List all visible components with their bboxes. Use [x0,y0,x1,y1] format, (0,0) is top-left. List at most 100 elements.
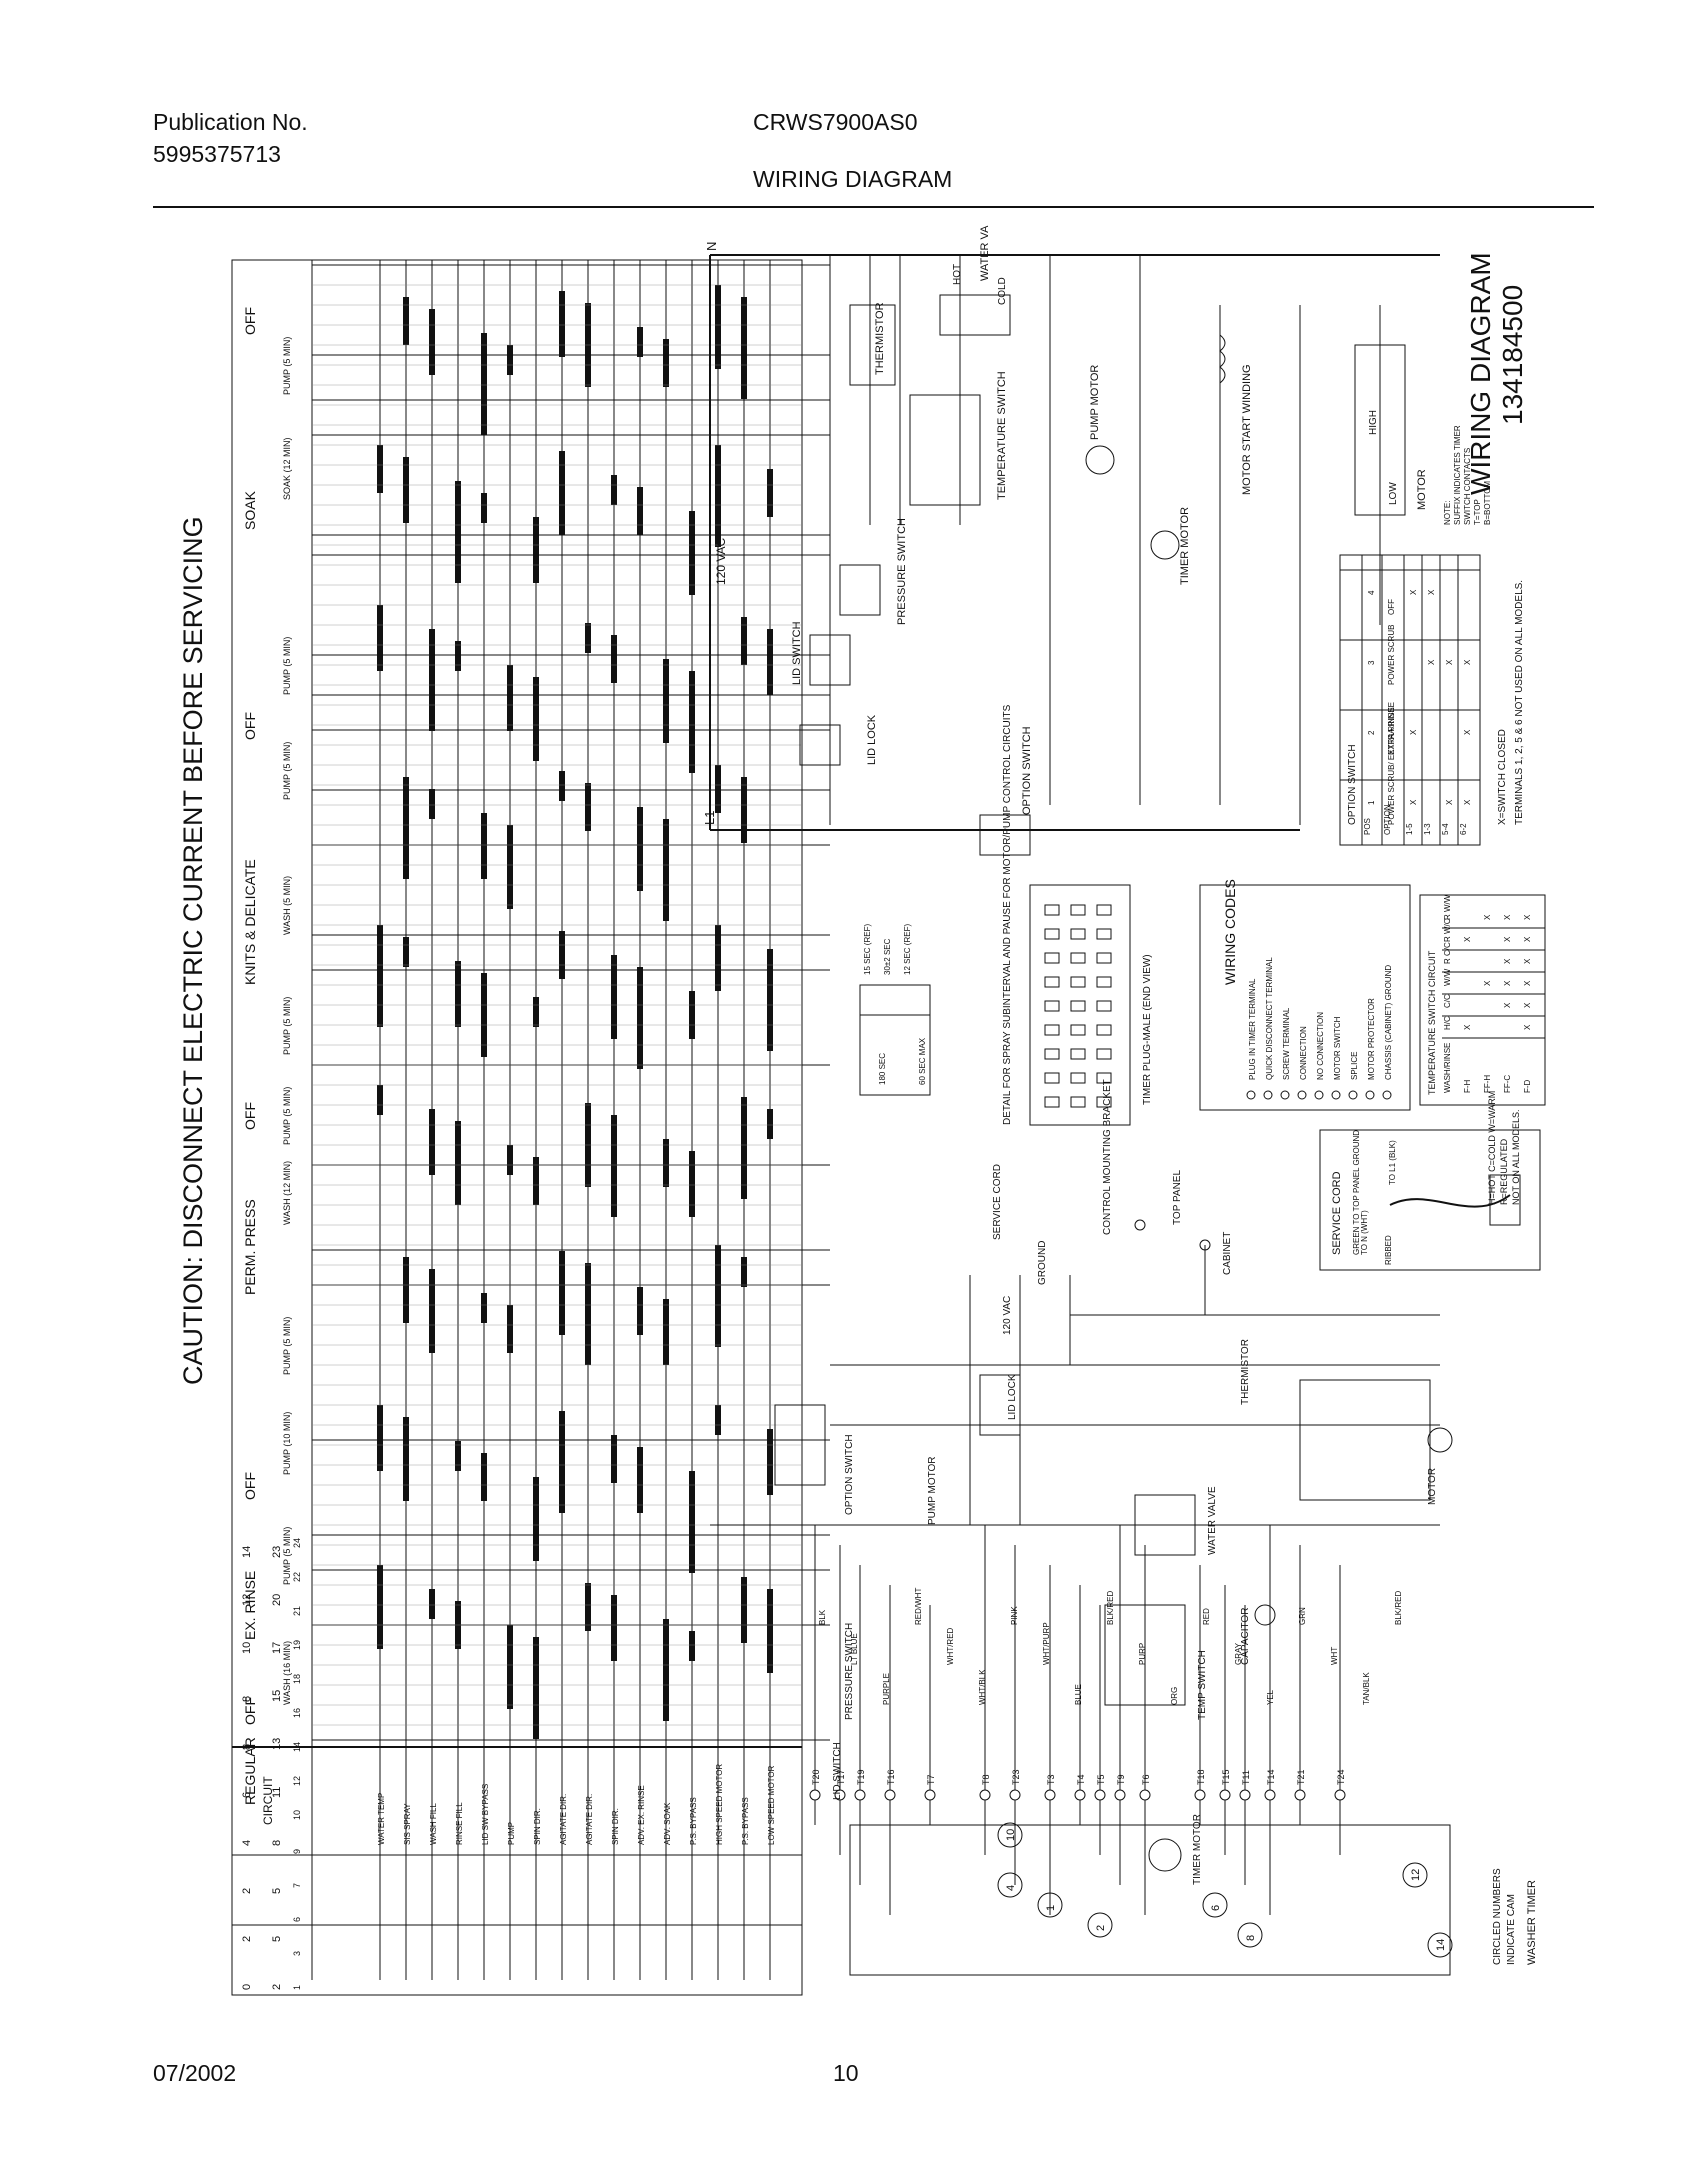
term-a-number: 6 [241,1792,253,1798]
temp-table-col: WASH/RINSE [1443,1043,1452,1093]
note-line: T=TOP [1473,499,1482,525]
option-table-cell: X [1427,589,1436,595]
wire-color-label: TAN/BLK [1362,1672,1371,1705]
timing-bar [455,1121,461,1205]
phase-label: WASH (16 MIN) [282,1641,292,1705]
option-switch-b-label: OPTION SWITCH [844,1434,855,1515]
cycle-label: KNITS & DELICATE [242,859,258,985]
spray-time: 30±2 SEC [883,938,892,975]
wire-color-label: WHT/BLK [978,1669,987,1705]
option-table-cell: X [1409,589,1418,595]
timing-bar [663,1139,669,1187]
timing-bar [507,1625,513,1709]
temp-table-cell: X [1523,936,1532,942]
timing-bar [585,623,591,653]
option-table-cell: X [1409,729,1418,735]
term-b-number: 17 [271,1642,283,1654]
timing-bar [663,659,669,743]
timing-bar [507,1305,513,1353]
timer-plug-label: TIMER PLUG-MALE (END VIEW) [1142,954,1153,1105]
chart-columns [377,260,773,1980]
motor-symbol [1354,344,1406,516]
plug-pin [1044,952,1060,964]
cam-circle [1202,1892,1228,1918]
option-table-col: POS [1363,818,1372,835]
thermistor-label: THERMISTOR [874,302,886,375]
timing-bar [533,517,539,583]
option-table-cell: X [1445,799,1454,805]
circuit-name: LOW SPEED MOTOR [767,1765,776,1845]
plug-pin [1044,928,1060,940]
timing-bar [715,445,721,547]
service-cord-b-label: SERVICE CORD [992,1164,1003,1240]
temp-table-cell: X [1523,1002,1532,1008]
spray-time: 180 SEC [878,1053,887,1085]
option-table-cell: 4 [1367,590,1376,595]
timing-bar [637,1287,643,1335]
lid-lock-label: LID LOCK [866,714,878,765]
temp-switch-symbol [909,394,981,506]
temp-table-title: TEMPERATURE SWITCH CIRCUIT [1427,950,1437,1095]
circuit-name: P.S. BYPASS [689,1797,698,1845]
option-table-cell: 1 [1367,800,1376,805]
term-a-number: 12 [241,1594,253,1606]
wiring-code-item: CONNECTION [1299,1026,1308,1080]
spray-time: 15 SEC (REF) [863,924,872,975]
temp-table-col: F-D [1523,1079,1532,1093]
plug-pin [1096,952,1112,964]
note-line: NOTE: [1443,501,1452,525]
timer-terminal [979,1789,991,1801]
service-cord-box: SERVICE CORD TO L1 (BLK)TO N (WHT)GREEN … [1319,1129,1541,1271]
cam-number: 2 [1095,1925,1107,1931]
cam-circle [1427,1932,1453,1958]
timing-bar [741,1257,747,1287]
caution-text: CAUTION: DISCONNECT ELECTRIC CURRENT BEF… [178,516,208,1385]
term-c-number: 9 [292,1849,302,1854]
plug-pin [1096,1072,1112,1084]
option-table-cell: EXTRA RINSE [1387,702,1396,755]
term-a-number: 10 [241,1642,253,1654]
term-b-number: 5 [271,1936,283,1942]
wire-color-label: WHT/PURP [1042,1622,1051,1665]
phase-label: WASH (12 MIN) [282,1161,292,1225]
timing-bar [429,1589,435,1619]
timing-bar [429,1269,435,1353]
option-table-col: OPTION [1383,804,1392,835]
wire-color-label: YEL [1266,1689,1275,1705]
timing-bar [585,1583,591,1631]
timing-bar [767,1429,773,1495]
pressure-switch-symbol [839,564,881,616]
ladder-schematic: L1 N 120 VAC THERMISTOR WATER VALVES HOT… [702,225,1528,856]
terminal-label: T21 [1296,1769,1306,1785]
timing-bar [507,1145,513,1175]
timing-bar [481,1453,487,1501]
temp-table-cell: C/C [1443,994,1452,1008]
timer-terminal [1094,1789,1106,1801]
wire-color-label: PURPLE [882,1673,891,1705]
high-label: HIGH [1368,410,1379,435]
terminal-label: T4 [1076,1774,1086,1785]
timing-bar [585,783,591,831]
temp-table-cell: X [1503,1002,1512,1008]
term-a-number: 8 [241,1744,253,1750]
plug-pin [1070,1048,1086,1060]
wire-color-label: WHT [1330,1647,1339,1665]
plug-pin [1044,976,1060,988]
timer-terminal [1009,1789,1021,1801]
terminal-label: T24 [1336,1769,1346,1785]
lid-switch-label: LID SWITCH [791,621,803,685]
timer-terminal [809,1789,821,1801]
wire-color-label: ORG [1170,1687,1179,1705]
phase-label: PUMP (5 MIN) [282,742,292,800]
cam-number: 6 [1210,1905,1222,1911]
circuit-name: PUMP [507,1822,516,1845]
temp-table-cell: X [1463,1024,1472,1030]
option-note-2: TERMINALS 1, 2, 5 & 6 NOT USED ON ALL MO… [1514,580,1525,825]
motor-start-label: MOTOR START WINDING [1241,364,1253,495]
model-number: CRWS7900AS0 [753,109,918,135]
timing-bar [533,1477,539,1561]
option-table-cell: X [1463,799,1472,805]
terminal-label: T19 [856,1769,866,1785]
wiring-code-item: NO CONNECTION [1316,1012,1325,1080]
